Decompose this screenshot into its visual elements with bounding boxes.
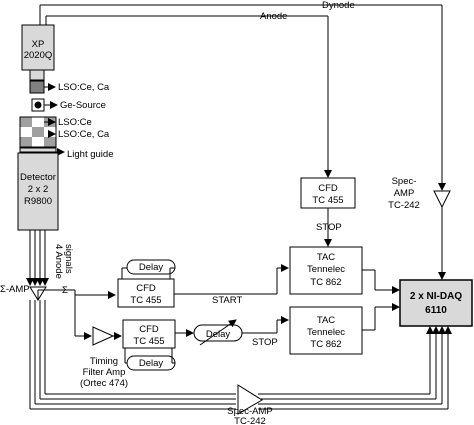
spec-amp-right-label-3: TC-242 — [388, 200, 420, 211]
cfd-top-label-2: TC 455 — [312, 195, 343, 206]
timing-filter-label-1: Timing — [90, 356, 118, 367]
anode-signal-lines — [26, 230, 49, 286]
tac-bottom-label-2: Tennelec — [307, 327, 345, 338]
daq-label-2: 6110 — [425, 305, 447, 316]
anode-signals-label-1: 4 Anode — [53, 244, 64, 279]
spec-amp-bottom-label-2: TC-242 — [234, 416, 266, 425]
lso-ce-label: LSO:Ce — [58, 117, 92, 128]
lso-bottom-label: LSO:Ce, Ca — [58, 129, 110, 140]
stop-top-label: STOP — [316, 222, 342, 233]
cfd-start-label-1: CFD — [136, 283, 156, 294]
ge-source-label: Ge-Source — [60, 100, 106, 111]
detector-box — [17, 152, 59, 231]
light-guide-label: Light guide — [67, 149, 113, 160]
variable-delay-arrow — [199, 319, 237, 346]
radiation-icon — [34, 101, 42, 109]
sigma-branch — [37, 289, 116, 340]
pmt-neck — [29, 69, 45, 81]
tac-bottom-box — [289, 306, 363, 355]
timing-filter-amp-triangle — [92, 326, 115, 346]
daq-label-1: 2 x NI-DAQ — [410, 291, 462, 302]
pmt-label-2: 2020Q — [24, 50, 53, 61]
spec-amp-right-label-1: Spec- — [392, 176, 417, 187]
cfd-top-box — [300, 177, 356, 209]
timing-filter-label-2: Filter Amp — [83, 367, 126, 378]
spec-amp-right-triangle — [433, 190, 451, 209]
dynode-label: Dynode — [322, 0, 355, 11]
detector-label-1: Detector — [20, 172, 56, 183]
stop-bottom-label: STOP — [252, 337, 278, 348]
spec-amp-right-label-2: AMP — [394, 188, 415, 199]
dynode-line — [39, 4, 446, 191]
tac-top-label-3: TC 862 — [310, 277, 341, 288]
light-guide — [19, 147, 57, 153]
spec-amp-bottom-triangle — [237, 384, 263, 415]
tac-bottom-label-3: TC 862 — [310, 339, 341, 350]
delay-top-label: Delay — [139, 262, 164, 273]
cfd-bottom-box — [122, 319, 176, 349]
tac-top-label-1: TAC — [317, 252, 335, 263]
cfd-start-box — [117, 278, 175, 308]
cfd-bottom-label-2: TC 455 — [133, 336, 164, 347]
detector-label-3: R9800 — [24, 196, 52, 207]
bottom-rails — [30, 326, 452, 410]
daq-box — [399, 279, 473, 327]
spec-amp-bottom-label-1: Spec-AMP — [227, 406, 272, 417]
anode-line — [45, 15, 332, 178]
cfd-top-label-1: CFD — [318, 183, 338, 194]
start-label: START — [212, 295, 242, 306]
detector-rails — [29, 300, 46, 409]
delay-bottom-label: Delay — [139, 358, 164, 369]
detector-label-2: 2 x 2 — [28, 184, 49, 195]
pmt-label-1: XP — [32, 39, 45, 50]
lso-top-label: LSO:Ce, Ca — [58, 82, 110, 93]
anode-label: Anode — [260, 11, 287, 22]
cfd-start-label-2: TC 455 — [130, 295, 161, 306]
tac-bottom-label-1: TAC — [317, 315, 335, 326]
tac-top-label-2: Tennelec — [307, 264, 345, 275]
variable-delay-label: Delay — [206, 329, 231, 340]
tac-top-box — [289, 246, 363, 295]
cfd-bottom-label-1: CFD — [139, 324, 159, 335]
delay-top-box — [126, 259, 176, 275]
timing-filter-label-3: (Ortec 474) — [80, 378, 128, 389]
sigma-amp-label: Σ-AMP — [0, 284, 30, 295]
lso-crystal-top — [29, 80, 45, 94]
anode-signals-label-2: signals — [63, 244, 74, 274]
